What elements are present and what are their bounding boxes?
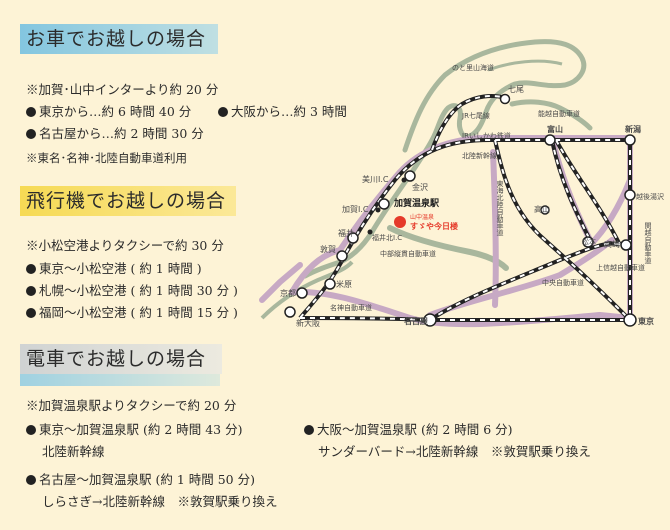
station-marker-toyama: [544, 134, 556, 146]
car-line-3: 大阪から…約 3 時間: [218, 104, 347, 120]
bullet-dot: [26, 425, 36, 435]
bullet-dot: [26, 129, 36, 139]
label-maibara: 米原: [336, 279, 352, 289]
bullet-dot: [218, 107, 228, 117]
train-line-7: しらさぎ→北陸新幹線 ※敦賀駅乗り換え: [42, 494, 278, 509]
car-line-2: 東京から…約 6 時間 40 分: [26, 104, 191, 120]
train-line-5: サンダーバード→北陸新幹線 ※敦賀駅乗り換え: [318, 444, 591, 459]
label-nanao-line: JR七尾線: [461, 111, 490, 120]
label-tokai-hokuriku: 東海北陸自動車道: [496, 179, 504, 237]
car-line-4: 名古屋から…約 2 時間 30 分: [26, 126, 204, 142]
coastline: [302, 39, 587, 279]
station-marker-takasaki: [620, 239, 632, 251]
plane-title-text: 飛行機でお越しの場合: [26, 190, 227, 212]
station-marker-echigo: [624, 189, 636, 201]
label-nanao: 七尾: [508, 85, 524, 94]
west-hwy: [289, 247, 343, 295]
train-title-underline: [20, 374, 220, 386]
station-marker-nagoya: [423, 313, 437, 327]
label-takasaki: 高崎: [604, 239, 620, 249]
label-kanetsu: 関越自動車道: [644, 222, 652, 265]
label-shin-osaka: 新大阪: [296, 318, 320, 328]
train-title-text: 電車でお越しの場合: [26, 348, 207, 370]
ic-fukui-kita: [367, 229, 373, 235]
car-section-title: お車でお越しの場合: [20, 24, 218, 54]
map-labels: のと里山海道 七尾 能越自動車道 IRいしかわ鉄道 JR七尾線 北陸新幹線 富山…: [280, 63, 664, 328]
label-echigo: 越後湯沢: [636, 192, 664, 201]
station-marker-kaga: [378, 198, 390, 210]
stations: [284, 93, 637, 327]
joshinetsu-expressway: [587, 177, 633, 248]
car-line-1: ※加賀･山中インターより約 20 分: [26, 82, 219, 97]
station-marker-tsuruga: [336, 250, 348, 262]
label-tokyo: 東京: [638, 316, 654, 326]
label-kaga-ic: 加賀I.C: [342, 204, 369, 214]
plane-line-2: 東京～小松空港 ( 約 1 時間 ): [26, 261, 202, 277]
label-niigata: 新潟: [625, 124, 641, 134]
station-marker-kanazawa: [404, 170, 416, 182]
label-hokuriku-shinkansen: 北陸新幹線: [462, 151, 497, 160]
train-line-1: ※加賀温泉駅よりタクシーで約 20 分: [26, 398, 237, 413]
ic-kaga: [375, 207, 381, 213]
train-section-title: 電車でお越しの場合: [20, 344, 222, 374]
bullet-dot: [304, 425, 314, 435]
label-kanazawa: 金沢: [412, 182, 428, 192]
chuo-expressway: [427, 237, 615, 318]
station-marker-kyoto: [296, 287, 308, 299]
station-marker-maibara: [324, 278, 336, 290]
station-marker-takayama: [540, 205, 550, 215]
label-fukui-kita: 福井北I.C: [372, 233, 402, 242]
train-line-2: 東京～加賀温泉駅 (約 2 時間 43 分): [26, 422, 242, 438]
west-loop: [259, 262, 303, 303]
label-noetsu: 能越自動車道: [538, 109, 580, 118]
station-marker-niigata: [624, 134, 636, 146]
label-nagoya: 名古屋: [404, 316, 428, 326]
noto-satoyama-road: [487, 59, 563, 72]
plane-line-4: 福岡～小松空港 ( 約 1 時間 15 分 ): [26, 305, 238, 321]
label-fukui: 福井: [338, 228, 354, 238]
bullet-dot: [26, 308, 36, 318]
label-chubu-jukan: 中部縦貫自動車道: [380, 249, 436, 258]
label-matsumoto: 松本: [582, 237, 596, 246]
noetsu-road: [509, 99, 593, 131]
bullet-dot: [26, 264, 36, 274]
plane-line-3: 札幌～小松空港 ( 約 1 時間 30 分 ): [26, 283, 238, 299]
label-kaga-station: 加賀温泉駅: [393, 197, 440, 209]
train-line-4: 大阪～加賀温泉駅 (約 2 時間 6 分): [304, 422, 513, 438]
station-marker-matsumoto: [582, 236, 594, 248]
car-title-text: お車でお越しの場合: [26, 28, 207, 50]
chubu-jukan-road: [387, 225, 509, 271]
label-chuo: 中央自動車道: [542, 278, 584, 287]
bullet-dot: [26, 286, 36, 296]
label-hotel-small: 山中温泉: [410, 213, 434, 221]
station-marker-tokyo: [623, 313, 637, 327]
train-line-3: 北陸新幹線: [42, 444, 105, 459]
label-takayama: 高山: [534, 204, 550, 214]
station-marker-nanao: [499, 93, 511, 105]
label-meishin: 名神自動車道: [330, 303, 372, 312]
plane-section-title: 飛行機でお越しの場合: [20, 186, 236, 216]
ic-markers: [367, 177, 407, 235]
bullet-dot: [26, 107, 36, 117]
ic-mikawa: [401, 177, 407, 183]
station-marker-shinosaka: [284, 306, 296, 318]
station-marker-fukui: [347, 232, 359, 244]
label-joshinetsu-1: 上信越自動車道: [596, 263, 645, 272]
label-kyoto: 京都: [280, 288, 296, 298]
label-noto: のと里山海道: [452, 63, 494, 72]
train-line-6: 名古屋～加賀温泉駅 (約 1 時間 50 分): [26, 472, 255, 488]
western-shore: [260, 260, 354, 320]
label-toyama: 富山: [547, 124, 563, 134]
bullet-dot: [26, 475, 36, 485]
car-line-5: ※東名･名神･北陸自動車道利用: [26, 151, 187, 165]
plane-line-1: ※小松空港よりタクシーで約 30 分: [26, 238, 224, 253]
label-tsuruga: 敦賀: [320, 244, 336, 254]
hotel-marker: [394, 216, 406, 228]
label-iri: IRいしかわ鉄道: [462, 131, 511, 140]
label-mikawa: 美川I.C: [362, 174, 389, 184]
label-hotel-name: すゞや今日楼: [410, 221, 458, 231]
